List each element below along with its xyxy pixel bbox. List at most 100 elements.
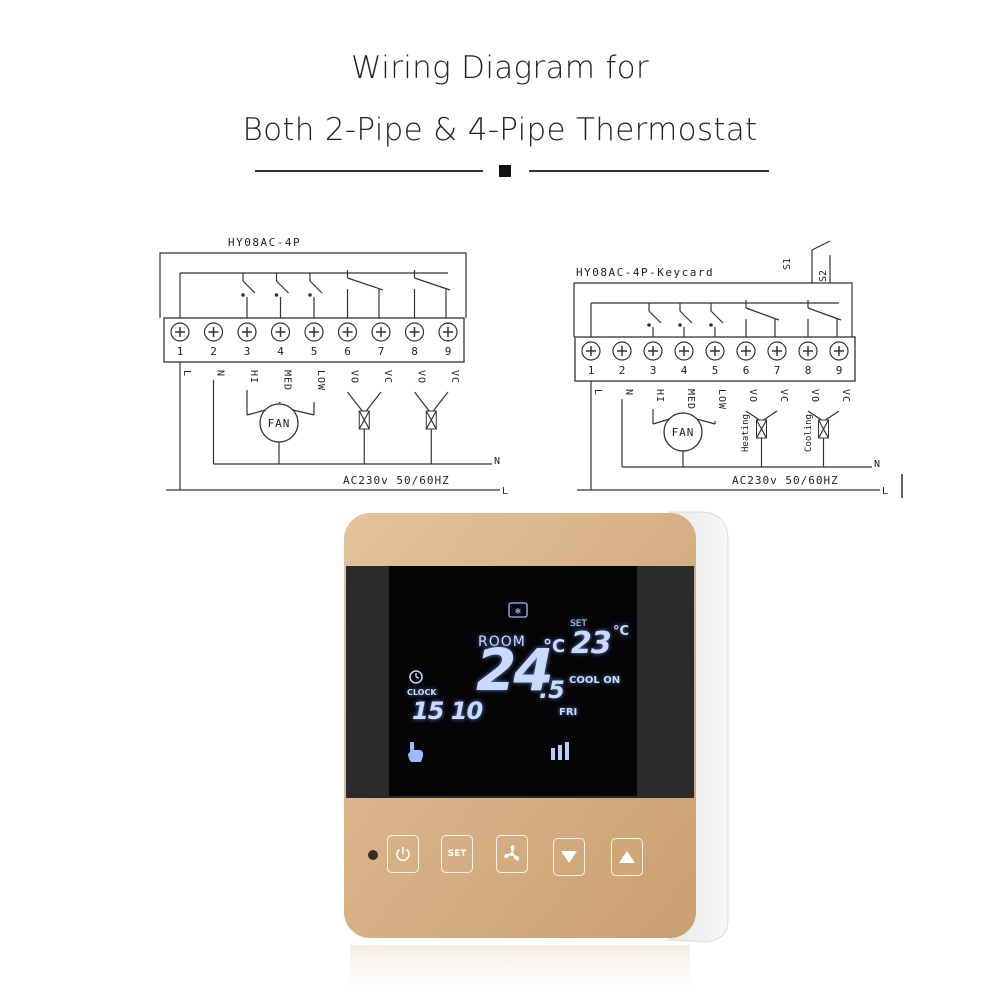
power-icon xyxy=(396,847,410,862)
switch-contact xyxy=(710,310,724,324)
snowflake-mode-icon: ❄ xyxy=(508,602,528,618)
terminal-number: 1 xyxy=(177,345,184,358)
switch-node xyxy=(308,293,312,297)
mode-status: COOL ON xyxy=(569,675,621,686)
neutral-label: N xyxy=(874,459,880,470)
terminal-label: VC xyxy=(840,389,851,403)
up-button[interactable] xyxy=(611,838,643,876)
terminal-label: MED xyxy=(282,370,293,391)
valve-symbol xyxy=(817,419,830,439)
switch-node xyxy=(274,293,279,297)
valve-switch-contact xyxy=(745,307,780,321)
terminal-number: 5 xyxy=(311,345,318,358)
terminal-number: 2 xyxy=(210,345,217,358)
valve-switch-contact xyxy=(347,277,384,291)
terminal-number: 9 xyxy=(445,345,452,358)
terminal-number: 1 xyxy=(588,364,595,377)
title-line-1: Wiring Diagram for xyxy=(351,50,649,86)
terminal-label: VO xyxy=(747,389,758,403)
clock-icon xyxy=(409,670,423,684)
room-temperature-decimal: .5 xyxy=(539,676,565,704)
terminal-number: 8 xyxy=(411,345,418,358)
fan-speed-bars xyxy=(551,742,569,760)
model-label: HY08AC-4P-Keycard xyxy=(576,266,714,279)
diagram-left: HY08AC-4P1L2N3HI4MED5LOW6VO7VC8VO9VCLNAC… xyxy=(159,236,508,497)
switch-node xyxy=(241,293,245,297)
switch-node xyxy=(647,323,651,327)
enclosure-outline xyxy=(159,252,467,318)
switch-contact xyxy=(276,280,289,294)
valve-switch-contact xyxy=(414,277,451,291)
valve-wire xyxy=(365,391,382,412)
terminal-number: 9 xyxy=(836,364,843,377)
terminal-number: 5 xyxy=(712,364,719,377)
terminal-label: HI xyxy=(654,389,665,403)
room-label: ROOM xyxy=(478,634,526,650)
wiring-diagrams: HY08AC-4P1L2N3HI4MED5LOW6VO7VC8VO9VCLNAC… xyxy=(159,236,903,498)
switch-node xyxy=(709,323,713,327)
switch-contact xyxy=(242,280,256,294)
terminal-label: N xyxy=(623,389,634,396)
terminal-number: 8 xyxy=(805,364,812,377)
valve-symbol xyxy=(755,419,768,439)
terminal-label: VO xyxy=(809,389,820,403)
title-line-2: Both 2-Pipe & 4-Pipe Thermostat xyxy=(242,112,758,148)
valve-wire xyxy=(763,410,778,421)
terminal-number: 4 xyxy=(681,364,688,377)
switch-s1-label: S1 xyxy=(782,258,793,270)
terminal-number: 6 xyxy=(743,364,750,377)
valve-wire xyxy=(414,391,430,412)
fan-button[interactable] xyxy=(496,835,528,873)
power-led xyxy=(368,850,378,860)
terminal-label: L xyxy=(592,389,603,396)
valve-wire xyxy=(347,391,363,412)
diagram-right: HY08AC-4P-Keycard1L2N3HI4MED5LOW6VO7VC8V… xyxy=(573,240,903,498)
supply-label: AC230v 50/60HZ xyxy=(343,474,450,487)
line-label: L xyxy=(882,486,888,497)
room-unit: °C xyxy=(543,636,566,657)
terminal-label: MED xyxy=(685,389,696,410)
set-button[interactable]: SET xyxy=(441,835,473,873)
title-divider-left xyxy=(255,170,483,172)
terminal-label: VC xyxy=(382,370,393,384)
terminal-label: HI xyxy=(248,370,259,384)
terminal-label: LOW xyxy=(716,389,727,410)
terminal-number: 6 xyxy=(344,345,351,358)
valve-symbol xyxy=(425,410,437,430)
switch-node xyxy=(678,323,682,327)
terminal-number: 2 xyxy=(619,364,626,377)
terminal-number: 3 xyxy=(650,364,657,377)
enclosure-outline xyxy=(573,282,853,337)
set-temperature: 23 xyxy=(571,626,612,661)
title-divider-square xyxy=(499,165,511,177)
switch-contact xyxy=(648,310,662,324)
cooling-label: Cooling xyxy=(804,414,814,452)
clock-time: 15 10 xyxy=(412,697,483,725)
up-arrow-icon xyxy=(619,851,635,863)
power-button[interactable] xyxy=(387,835,419,873)
terminal-number: 7 xyxy=(378,345,385,358)
terminal-number: 3 xyxy=(244,345,251,358)
heating-label: Heating xyxy=(741,414,751,452)
terminal-label: N xyxy=(215,370,226,377)
switch-contact xyxy=(309,280,323,294)
fan-med-wire xyxy=(278,401,281,404)
terminal-label: VO xyxy=(349,370,360,384)
device-reflection xyxy=(350,945,690,1000)
lcd-screen xyxy=(389,566,637,796)
svg-text:❄: ❄ xyxy=(515,607,521,617)
valve-symbol xyxy=(358,410,370,430)
valve-wire xyxy=(825,410,840,421)
valve-wire xyxy=(745,410,760,421)
terminal-number: 4 xyxy=(277,345,284,358)
down-button[interactable] xyxy=(553,838,585,876)
title-divider-right xyxy=(529,170,769,172)
hand-icon xyxy=(408,742,424,762)
set-unit: °C xyxy=(613,624,630,639)
terminal-label: L xyxy=(181,370,192,377)
terminal-label: VC xyxy=(449,370,460,384)
switch-s2-label: S2 xyxy=(818,270,829,282)
valve-switch-contact xyxy=(807,307,842,321)
supply-label: AC230v 50/60HZ xyxy=(732,474,839,487)
neutral-label: N xyxy=(494,456,500,467)
